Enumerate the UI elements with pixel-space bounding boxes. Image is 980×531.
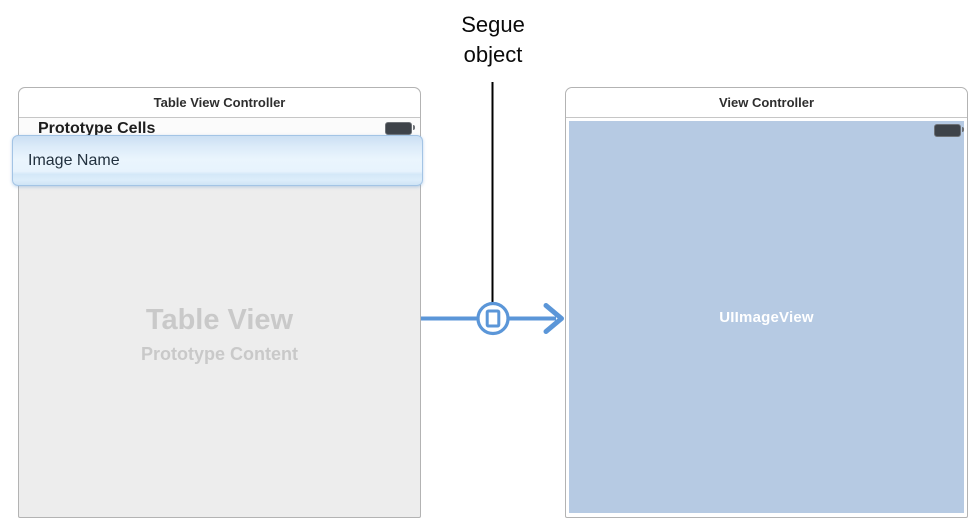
battery-icon bbox=[385, 122, 415, 135]
scene-title: View Controller bbox=[718, 95, 815, 110]
view-controller-body: UIImageView bbox=[566, 118, 967, 517]
segue-annotation-label: Segue object bbox=[461, 12, 525, 67]
uiimageview[interactable]: UIImageView bbox=[569, 121, 964, 513]
prototype-cell-label: Image Name bbox=[28, 151, 120, 169]
segue-icon[interactable] bbox=[476, 301, 510, 336]
table-view-placeholder-subtitle: Prototype Content bbox=[141, 344, 298, 364]
battery-icon bbox=[934, 124, 964, 137]
scene-header[interactable]: View Controller bbox=[566, 88, 967, 118]
scene-title: Table View Controller bbox=[153, 95, 286, 110]
scene-header[interactable]: Table View Controller bbox=[19, 88, 420, 118]
prototype-cell-image-name[interactable]: Image Name bbox=[12, 135, 423, 186]
view-controller-scene[interactable]: View Controller UIImageView bbox=[565, 87, 968, 518]
uiimageview-label: UIImageView bbox=[719, 308, 814, 326]
prototype-cells-label: Prototype Cells bbox=[38, 120, 156, 137]
table-view-placeholder-title: Table View bbox=[145, 304, 294, 336]
table-view-placeholder: Table View Prototype Content bbox=[19, 304, 420, 365]
arrowhead-icon bbox=[543, 303, 564, 334]
